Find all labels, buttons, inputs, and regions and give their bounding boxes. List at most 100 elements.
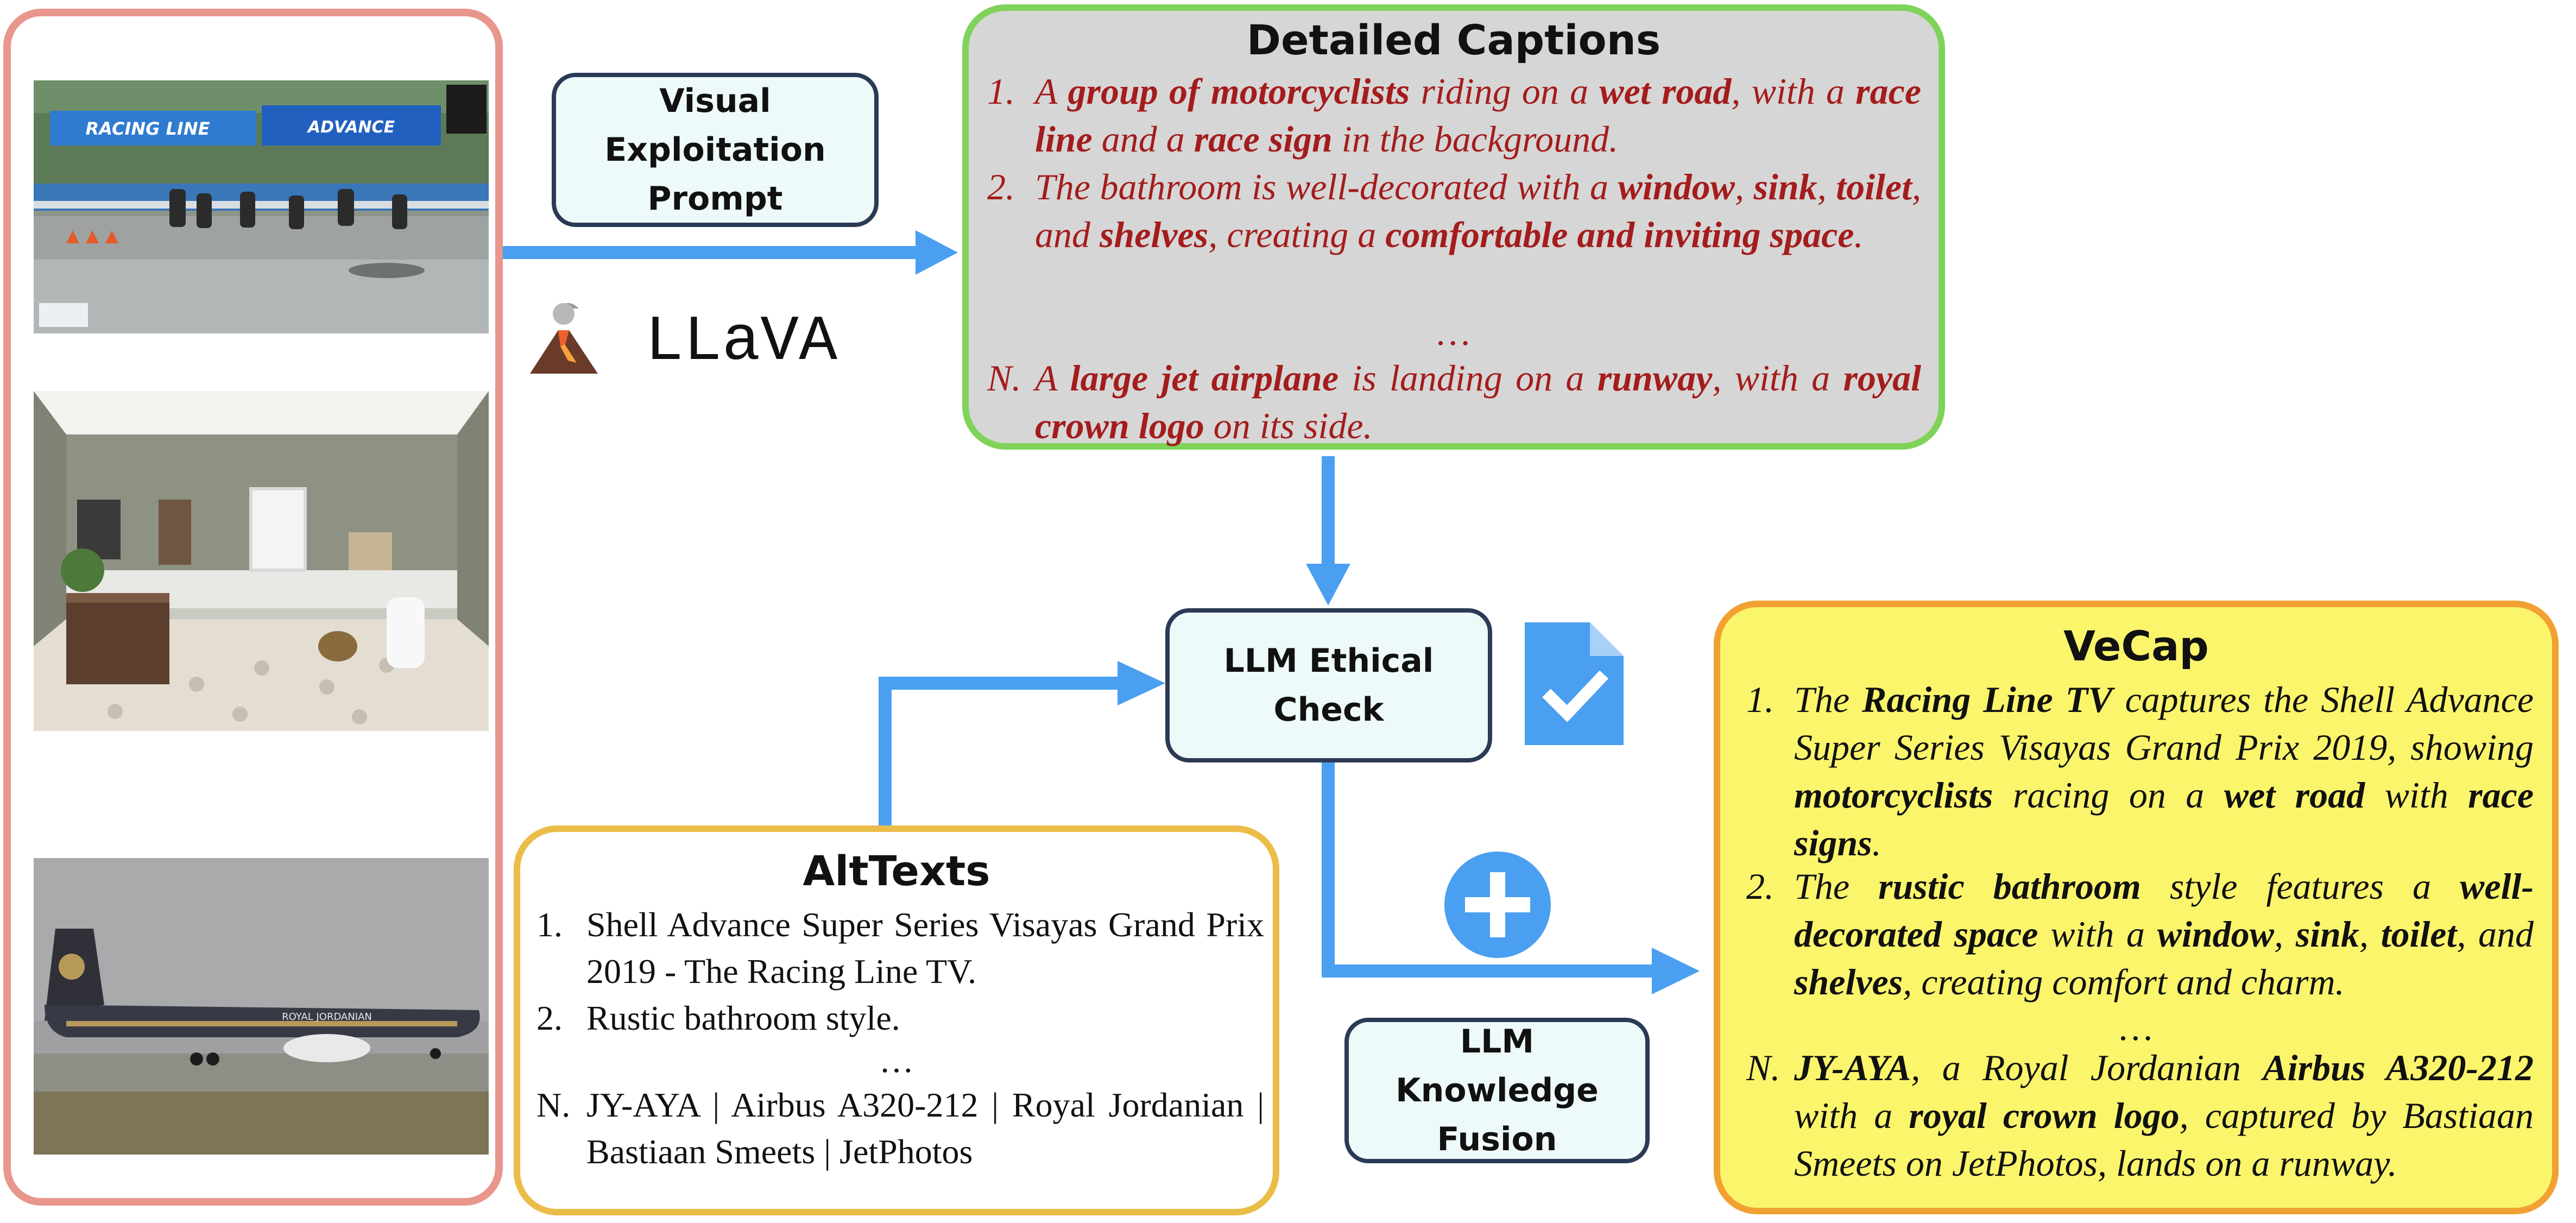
arrowhead-vecap <box>1652 948 1700 994</box>
llava-label: LLaVA <box>645 306 838 379</box>
text-segment: , and <box>2457 913 2534 955</box>
photo-banner-left: RACING LINE <box>86 118 210 139</box>
text-segment: , creating comfort and charm. <box>1903 961 2345 1003</box>
emphasized-phrase: royal crown logo <box>1035 357 1922 446</box>
arrowhead-check-top <box>1306 564 1350 606</box>
alttexts-title: AltTexts <box>803 847 990 895</box>
alttext-item-n-text: JY-AYA | Airbus A320-212 | Royal Jordani… <box>586 1086 1264 1171</box>
text-segment: , with a <box>1731 71 1856 112</box>
text-segment: . <box>1854 214 1864 255</box>
emphasized-phrase: group of motorcyclists <box>1068 71 1410 112</box>
emphasized-phrase: large jet airplane <box>1070 357 1339 399</box>
volcano-icon <box>525 298 601 379</box>
vecap-box: VeCap 1. The Racing Line TV captures the… <box>1714 601 2559 1214</box>
alttext-item-1-text: Shell Advance Super Series Visayas Grand… <box>586 905 1264 991</box>
emphasized-phrase: race line <box>1035 71 1921 160</box>
alttexts-box: AltTexts 1. Shell Advance Super Series V… <box>514 825 1279 1215</box>
visual-exploitation-prompt-box: Visual Exploitation Prompt <box>552 73 879 227</box>
photo-motorcycle-race: RACING LINE ADVANCE <box>34 80 489 333</box>
text-segment: , <box>1817 166 1836 207</box>
vecap-item-1-number: 1. <box>1746 679 1774 720</box>
text-segment: style features a <box>2141 866 2460 907</box>
alttext-item-1-number: 1. <box>536 905 563 944</box>
emphasized-phrase: toilet <box>2381 913 2457 955</box>
caption-item-1-text: A group of motorcyclists riding on a wet… <box>1035 67 1921 163</box>
text-segment: with a <box>2038 913 2157 955</box>
alttext-item-2: 2. Rustic bathroom style. <box>536 995 1264 1042</box>
plus-icon <box>1443 850 1552 959</box>
emphasized-phrase: shelves <box>1100 214 1209 255</box>
emphasized-phrase: royal crown logo <box>1909 1095 2180 1136</box>
emphasized-phrase: sink <box>2295 913 2359 955</box>
vecap-item-n-number: N. <box>1746 1047 1781 1088</box>
photo-airline-livery: ROYAL JORDANIAN <box>282 1011 372 1023</box>
emphasized-phrase: Racing Line TV <box>1861 679 2113 720</box>
text-segment: is landing on a <box>1338 357 1598 399</box>
text-segment: , creating a <box>1208 214 1386 255</box>
vecap-item-n-text: JY-AYA, a Royal Jordanian Airbus A320-21… <box>1794 1044 2534 1187</box>
text-segment: riding on a <box>1410 71 1600 112</box>
llm-knowledge-fusion-box: LLM Knowledge Fusion <box>1344 1018 1650 1163</box>
emphasized-phrase: JY-AYA <box>1794 1047 1911 1088</box>
vecap-item-n: N. JY-AYA, a Royal Jordanian Airbus A320… <box>1746 1044 2534 1187</box>
vecap-item-2-number: 2. <box>1746 866 1774 907</box>
text-segment: with a <box>1794 1095 1909 1136</box>
text-segment: in the background. <box>1332 118 1619 160</box>
vecap-item-1-text: The Racing Line TV captures the Shell Ad… <box>1794 676 2534 867</box>
alttext-item-n: N. JY-AYA | Airbus A320-212 | Royal Jord… <box>536 1082 1264 1175</box>
emphasized-phrase: race sign <box>1194 118 1333 160</box>
photo-airplane: ROYAL JORDANIAN <box>34 858 489 1155</box>
emphasized-phrase: comfortable and inviting space <box>1385 214 1854 255</box>
text-segment: with <box>2365 774 2468 816</box>
alttext-item-1: 1. Shell Advance Super Series Visayas Gr… <box>536 902 1264 995</box>
caption-ellipsis: … <box>1437 312 1470 353</box>
emphasized-phrase: wet road <box>2224 774 2365 816</box>
text-segment: A <box>1035 71 1068 112</box>
emphasized-phrase: wet road <box>1599 71 1732 112</box>
text-segment: , a Royal Jordanian <box>1911 1047 2263 1088</box>
text-segment: racing on a <box>1993 774 2224 816</box>
text-segment: , and <box>1035 166 1922 255</box>
alttext-item-2-text: Rustic bathroom style. <box>586 999 900 1037</box>
vecap-title: VeCap <box>2063 622 2209 670</box>
llm-knowledge-fusion-label: LLM Knowledge Fusion <box>1396 1023 1599 1158</box>
caption-item-2: 2. The bathroom is well-decorated with a… <box>987 163 1921 259</box>
text-segment: The <box>1794 866 1879 907</box>
emphasized-phrase: runway <box>1597 357 1713 399</box>
photo-bathroom <box>34 391 489 731</box>
emphasized-phrase: well-decorated space <box>1794 866 2534 955</box>
llm-ethical-check-box: LLM Ethical Check <box>1165 608 1492 762</box>
text-segment: , captured by Bastiaan Smeets on JetPhot… <box>1794 1095 2534 1184</box>
detailed-captions-title: Detailed Captions <box>1246 16 1661 64</box>
arrow-alttexts-to-check <box>879 677 1117 825</box>
text-segment: on its side. <box>1204 405 1373 446</box>
caption-item-1: 1. A group of motorcyclists riding on a … <box>987 67 1921 163</box>
alttext-item-2-number: 2. <box>536 999 563 1037</box>
text-segment: , with a <box>1712 357 1843 399</box>
detailed-captions-box: Detailed Captions 1. A group of motorcyc… <box>962 4 1945 450</box>
vecap-item-2-text: The rustic bathroom style features a wel… <box>1794 862 2534 1006</box>
emphasized-phrase: window <box>2157 913 2275 955</box>
emphasized-phrase: race signs <box>1794 774 2534 863</box>
alttext-ellipsis: … <box>879 1041 914 1080</box>
emphasized-phrase: shelves <box>1794 961 1903 1003</box>
emphasized-phrase: motorcyclists <box>1794 774 1993 816</box>
arrowhead-check-left <box>1117 661 1165 705</box>
emphasized-phrase: window <box>1618 166 1735 207</box>
caption-item-2-number: 2. <box>987 166 1015 207</box>
arrow-check-to-vecap <box>1322 759 1653 978</box>
text-segment: , <box>2359 913 2381 955</box>
caption-item-2-text: The bathroom is well-decorated with a wi… <box>1035 163 1921 259</box>
text-segment: captures the Shell Advance Super Series … <box>1794 679 2534 768</box>
emphasized-phrase: sink <box>1753 166 1817 207</box>
text-segment: The bathroom is well-decorated with a <box>1035 166 1618 207</box>
caption-item-n-number: N. <box>987 357 1021 399</box>
caption-item-n: N. A large jet airplane is landing on a … <box>987 354 1921 450</box>
text-segment: . <box>1872 822 1882 863</box>
caption-item-1-number: 1. <box>987 71 1015 112</box>
image-column: RACING LINE ADVANCE <box>3 9 503 1206</box>
emphasized-phrase: toilet <box>1836 166 1912 207</box>
emphasized-phrase: rustic bathroom <box>1878 866 2141 907</box>
text-segment: A <box>1035 357 1070 399</box>
